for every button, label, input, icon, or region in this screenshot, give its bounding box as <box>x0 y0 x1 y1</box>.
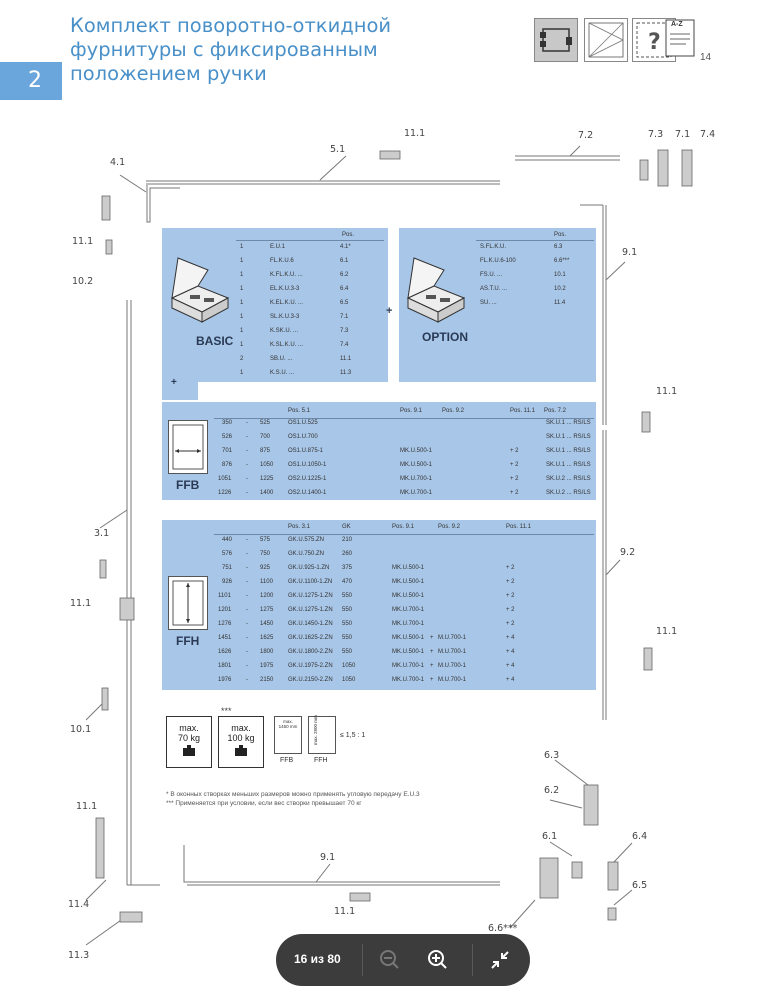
label-6-5: 6.5 <box>632 880 648 891</box>
label-6-4: 6.4 <box>632 831 648 842</box>
ffh-sash-icon <box>168 576 208 630</box>
page-indicator: 16 из 80 <box>294 952 341 966</box>
plus-sign: + <box>171 377 177 388</box>
basic-kit-label: BASIC <box>196 334 234 348</box>
hardware-icon <box>534 18 578 62</box>
label-11-1: 11.1 <box>656 386 678 397</box>
ffh-table-panel <box>162 520 596 690</box>
ffb-max-icon: max.1450 mm <box>274 716 302 754</box>
page-title: Комплект поворотно-откидной фурнитуры с … <box>70 14 392 85</box>
table-row: AS.T.U. ...10.2 <box>480 286 566 292</box>
label-11-1: 11.1 <box>334 906 356 917</box>
label-9-1: 9.1 <box>622 247 638 258</box>
ffh-label: FFH <box>176 634 200 648</box>
max-weight-70-icon: max.70 kg <box>166 716 212 768</box>
basic-pos-header: Pos. <box>342 232 355 238</box>
label-5-1: 5.1 <box>330 144 346 155</box>
table-divider <box>214 534 594 535</box>
ffb-label: FFB <box>176 478 200 492</box>
table-divider <box>214 418 594 419</box>
table-divider <box>476 240 594 241</box>
basic-panel-tab <box>162 378 198 400</box>
zoom-out-icon <box>380 950 399 969</box>
max-weight-100-icon: max.100 kg <box>218 716 264 768</box>
label-11-4: 11.4 <box>68 899 90 910</box>
label-11-1: 11.1 <box>656 626 678 637</box>
triple-star-mark: *** <box>221 706 232 716</box>
option-box-illustration <box>404 250 466 326</box>
window-scheme-icon <box>584 18 628 62</box>
viewer-toolbar: 16 из 80 <box>276 934 530 986</box>
table-row: S.FL.K.U.6.3 <box>480 244 563 250</box>
toolbar-divider <box>362 944 363 976</box>
toolbar-divider <box>472 944 473 976</box>
label-7-4: 7.4 <box>700 129 716 140</box>
label-3-1: 3.1 <box>94 528 110 539</box>
label-11-1: 11.1 <box>72 236 94 247</box>
ffb-icon-label: FFB <box>280 757 294 764</box>
zoom-in-icon <box>428 950 447 969</box>
table-row: SU. ...11.4 <box>480 300 566 306</box>
label-7-2: 7.2 <box>578 130 594 141</box>
label-11-1: 11.1 <box>404 128 426 139</box>
svg-text:?: ? <box>648 30 661 55</box>
option-pos-header: Pos. <box>554 232 567 238</box>
label-6-1: 6.1 <box>542 831 558 842</box>
page-reference: 14 <box>700 52 712 63</box>
footnote: * В оконных створках меньших размеров мо… <box>166 791 420 807</box>
label-10-1: 10.1 <box>70 724 92 735</box>
zoom-out-button[interactable] <box>374 944 406 976</box>
label-7-3: 7.3 <box>648 129 664 140</box>
collapse-arrows-icon <box>491 951 509 969</box>
option-kit-label: OPTION <box>422 330 469 344</box>
label-4-1: 4.1 <box>110 157 126 168</box>
label-6-3: 6.3 <box>544 750 560 761</box>
zoom-in-button[interactable] <box>422 944 454 976</box>
label-6-2: 6.2 <box>544 785 560 796</box>
az-index-icon[interactable]: A-Z <box>664 18 698 58</box>
ratio-label: ≤ 1,5 : 1 <box>340 732 366 739</box>
table-row: FS.U. ...10.1 <box>480 272 566 278</box>
chapter-tab: 2 <box>0 62 62 100</box>
label-10-2: 10.2 <box>72 276 94 287</box>
label-11-3: 11.3 <box>68 950 90 961</box>
label-11-1: 11.1 <box>76 801 98 812</box>
label-9-1: 9.1 <box>320 852 336 863</box>
label-7-1: 7.1 <box>675 129 691 140</box>
table-divider <box>236 240 384 241</box>
basic-box-illustration <box>168 250 230 326</box>
plus-sign: + <box>386 305 393 317</box>
ffb-sash-icon <box>168 420 208 474</box>
fit-page-button[interactable] <box>484 944 516 976</box>
ffh-max-icon: max. 2800 mm <box>308 715 336 754</box>
ffh-icon-label: FFH <box>314 757 328 764</box>
label-6-6: 6.6*** <box>488 923 518 934</box>
label-11-1: 11.1 <box>70 598 92 609</box>
label-9-2: 9.2 <box>620 547 636 558</box>
